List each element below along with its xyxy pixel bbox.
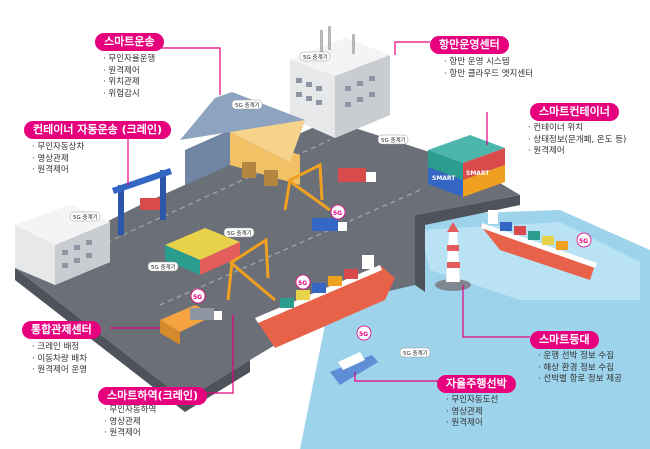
5g-signal-icon: 5G [330,204,346,220]
5g-signal-icon: 5G [295,274,311,290]
list-item: 선박별 항로 정보 제공 [538,374,622,386]
list-item: 원격제어 [103,66,164,78]
autonomous-ship [330,352,378,385]
list-item: 원격제어 운영 [32,365,101,377]
callout-title: 스마트운송 [95,33,164,51]
callout-items: 크레인 배정 이동차량 배차 원격제어 운영 [32,342,101,377]
5g-signal-icon: 5G [576,232,592,248]
list-item: 위치관제 [103,77,164,89]
callout-items: 무인자동도선 영상관제 원격제어 [446,395,498,430]
list-item: 항만 운영 시스템 [444,57,533,69]
truck [312,218,347,231]
svg-text:5G: 5G [333,210,342,217]
list-item: 원격제어 [528,146,626,158]
svg-text:5G 중계기: 5G 중계기 [151,263,176,271]
list-item: 무인자동상차 [32,142,171,154]
list-item: 영상관제 [104,417,156,429]
list-item: 해상 환경 정보 수집 [538,363,622,375]
5g-signal-icon: 5G [356,325,372,341]
callout-port-ops: 항만운영센터 항만 운영 시스템 항만 클라우드 엣지센터 [430,33,533,80]
callout-items: 운행 선박 정보 수집 해상 환경 정보 수집 선박별 항로 정보 제공 [538,351,622,386]
container-label: SMART [432,175,456,182]
5g-relay-label: 5G 중계기 [69,211,101,222]
svg-text:5G 중계기: 5G 중계기 [235,101,260,109]
callout-control-center: 통합관제센터 크레인 배정 이동차량 배차 원격제어 운영 [22,318,101,377]
callout-title: 컨테이너 자동운송 (크레인) [24,121,172,139]
callout-items: 무인자율운행 원격제어 위치관제 위험감시 [103,54,164,100]
svg-text:5G 중계기: 5G 중계기 [303,53,328,61]
lighthouse [435,222,471,291]
callout-title: 스마트하역(크레인) [98,387,208,405]
truck [338,168,376,182]
list-item: 크레인 배정 [32,342,101,354]
5g-relay-label: 5G 중계기 [231,99,263,110]
svg-text:5G: 5G [579,238,588,245]
smart-container-stack: SMART SMART [428,135,505,197]
5g-signal-icon: 5G [190,288,206,304]
list-item: 무인자동도선 [446,395,498,407]
connector-line [140,47,221,95]
5g-relay-label: 5G 중계기 [299,51,331,62]
callout-crane-auto: 컨테이너 자동운송 (크레인) 무인자동상차 영상관제 원격제어 [24,118,172,177]
callout-items: 항만 운영 시스템 항만 클라우드 엣지센터 [444,57,533,80]
5g-relay-label: 5G 중계기 [377,134,409,145]
callout-smart-container: 스마트컨테이너 [530,100,619,121]
ship-to-shore-crane [226,237,276,302]
list-item: 원격제어 [32,165,171,177]
5g-relay-label: 5G 중계기 [223,227,255,238]
callout-items: 무인자동상차 영상관제 원격제어 [32,142,171,177]
callout-smart-transport: 스마트운송 무인자율운행 원격제어 위치관제 위험감시 [95,30,164,100]
callout-items: 컨테이너 위치 상태정보(문개폐, 온도 등) 원격제어 [528,123,626,158]
callout-auto-ship: 자율주행선박 [437,372,516,393]
connector-line [394,41,430,55]
list-item: 원격제어 [104,428,156,440]
callout-title: 스마트등대 [530,331,599,349]
connector-line [354,372,442,382]
5g-relay-label: 5G 중계기 [147,261,179,272]
callout-title: 통합관제센터 [22,321,101,339]
list-item: 운행 선박 정보 수집 [538,351,622,363]
port-operations-building [290,26,390,138]
callout-title: 항만운영센터 [430,36,509,54]
list-item: 항만 클라우드 엣지센터 [444,69,533,81]
callout-smart-buoy: 스마트등대 [530,328,599,349]
callout-title: 자율주행선박 [437,375,516,393]
connector-line [462,285,530,338]
callout-title: 스마트컨테이너 [530,103,619,121]
list-item: 영상관제 [446,407,498,419]
5g-relay-label: 5G 중계기 [399,347,431,358]
list-item: 위험감시 [103,89,164,101]
svg-text:5G 중계기: 5G 중계기 [403,349,428,357]
warehouse [180,92,305,186]
svg-text:5G 중계기: 5G 중계기 [73,213,98,221]
callout-smart-unload: 스마트하역(크레인) [98,384,208,405]
road-line [159,189,421,306]
svg-text:5G: 5G [298,280,307,287]
list-item: 상태정보(문개폐, 온도 등) [528,135,626,147]
list-item: 이동차량 배차 [32,354,101,366]
container-label: SMART [466,170,490,177]
list-item: 영상관제 [32,154,171,166]
list-item: 무인자동하역 [104,405,156,417]
container-ship [480,210,597,280]
callout-items: 무인자동하역 영상관제 원격제어 [104,405,156,440]
svg-text:5G: 5G [193,294,202,301]
svg-text:5G 중계기: 5G 중계기 [381,136,406,144]
cargo-ship [255,255,395,348]
svg-text:5G 중계기: 5G 중계기 [227,229,252,237]
list-item: 컨테이너 위치 [528,123,626,135]
list-item: 원격제어 [446,418,498,430]
truck [190,308,222,320]
list-item: 무인자율운행 [103,54,164,66]
pier [415,195,520,292]
svg-text:5G: 5G [359,331,368,338]
ship-to-shore-crane [283,162,331,212]
